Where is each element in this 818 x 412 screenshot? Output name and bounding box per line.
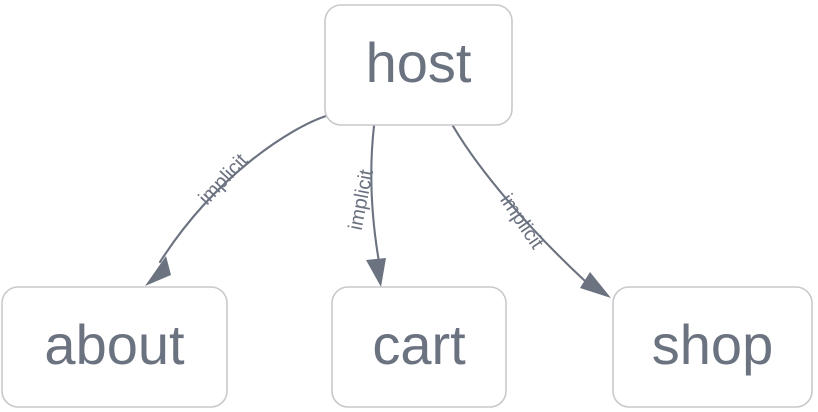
edge-label: implicit xyxy=(195,149,253,209)
edge-line xyxy=(370,124,381,264)
node-host[interactable]: host xyxy=(324,4,513,126)
arrowhead-icon xyxy=(145,256,171,286)
node-box xyxy=(324,4,513,126)
node-about[interactable]: about xyxy=(1,286,228,408)
node-cart[interactable]: cart xyxy=(331,286,507,408)
nodes-layer: host about cart shop xyxy=(1,4,813,408)
arrowhead-icon xyxy=(580,272,611,298)
node-shop[interactable]: shop xyxy=(612,286,813,408)
node-label: host xyxy=(366,31,472,94)
edge-host-to-cart[interactable] xyxy=(366,124,386,287)
edge-host-to-about[interactable] xyxy=(145,114,328,286)
node-box xyxy=(331,286,507,408)
node-box xyxy=(1,286,228,408)
arrowhead-icon xyxy=(366,258,386,287)
edge-host-to-shop[interactable] xyxy=(451,124,611,298)
edge-line xyxy=(451,124,587,283)
edge-line xyxy=(158,114,328,264)
node-box xyxy=(612,286,813,408)
node-label: about xyxy=(44,313,185,376)
edges-layer xyxy=(145,114,611,298)
edge-label: implicit xyxy=(495,190,548,253)
node-label: cart xyxy=(372,313,466,376)
node-label: shop xyxy=(652,313,773,376)
